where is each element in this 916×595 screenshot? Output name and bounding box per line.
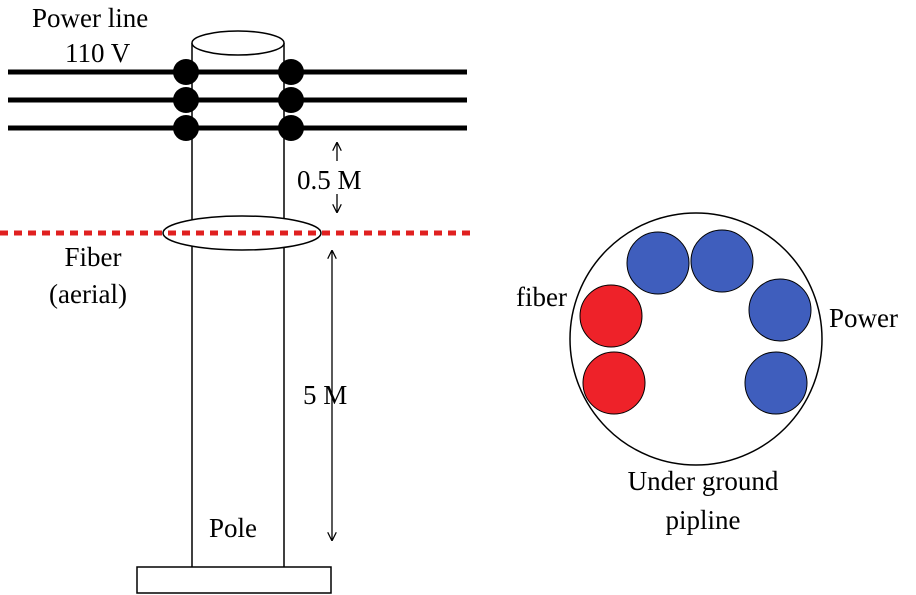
power-duct-label: Power	[829, 303, 898, 333]
insulator	[278, 87, 304, 113]
underground-label: Under ground	[628, 466, 779, 496]
gap-distance-label: 0.5 M	[297, 165, 362, 195]
fiber-duct	[579, 284, 643, 348]
power-duct	[690, 229, 754, 293]
power-lines	[8, 59, 467, 141]
insulator	[278, 115, 304, 141]
insulator	[173, 115, 199, 141]
underground-pipeline	[569, 212, 823, 466]
voltage-label: 110 V	[65, 38, 131, 68]
fiber-duct-label: fiber	[516, 282, 567, 312]
pole-label: Pole	[209, 513, 257, 543]
pole-top	[191, 30, 285, 56]
underground-sublabel: pipline	[666, 505, 741, 535]
power-line-label: Power line	[32, 3, 148, 33]
fiber-aerial-label: Fiber	[65, 242, 122, 272]
insulator	[278, 59, 304, 85]
insulator	[173, 87, 199, 113]
insulator	[173, 59, 199, 85]
height-distance-label: 5 M	[303, 380, 347, 410]
fiber-duct	[582, 351, 646, 415]
fiber-aerial-sublabel: (aerial)	[49, 279, 127, 309]
power-duct	[626, 231, 690, 295]
power-duct	[748, 278, 812, 342]
pole-base	[136, 566, 332, 594]
power-duct	[744, 351, 808, 415]
pole	[136, 30, 332, 594]
aerial-fiber	[0, 215, 470, 251]
